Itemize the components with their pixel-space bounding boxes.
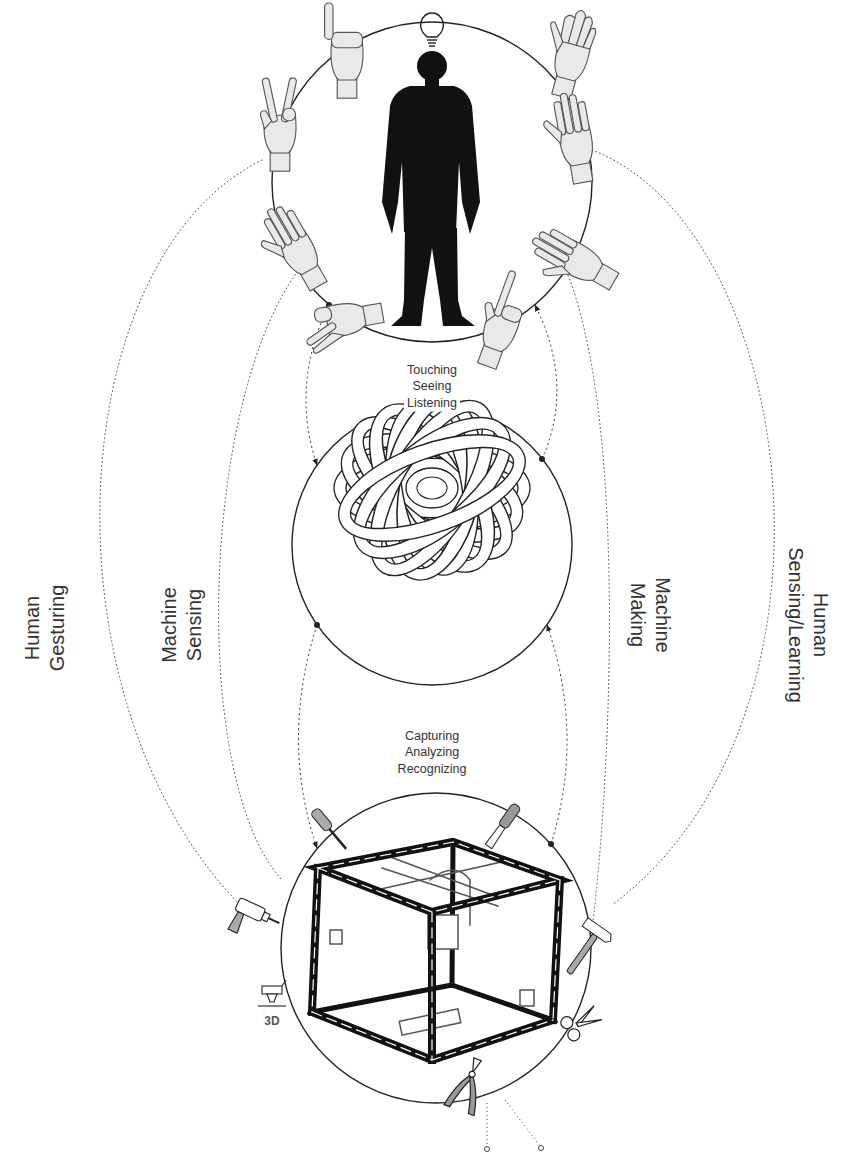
printer-frame — [312, 842, 560, 1060]
flow-arrow — [535, 305, 557, 459]
scissors-icon — [566, 1027, 582, 1043]
human-silhouette — [391, 228, 475, 326]
chisel-icon — [485, 824, 505, 848]
dotted-arc — [219, 268, 300, 880]
hand-gesture — [260, 77, 297, 171]
lightbulb-icon — [429, 45, 435, 46]
drill-icon — [228, 911, 246, 933]
hand-gesture — [521, 222, 622, 306]
arc-label: Human Gesturing — [19, 582, 71, 675]
dotted-arc — [100, 150, 774, 945]
icon-text: 3D — [264, 1015, 279, 1028]
printer-frame — [553, 880, 560, 1020]
leader-line — [505, 1100, 540, 1146]
printer-frame — [553, 880, 560, 1020]
hand-gesture — [248, 3, 622, 371]
printer-frame — [452, 842, 453, 985]
printer-frame — [312, 868, 318, 1012]
screwdriver-icon — [310, 807, 333, 832]
hammer-icon — [556, 918, 614, 982]
hand-gesture — [533, 4, 600, 101]
printer-frame — [312, 1012, 553, 1060]
stage-circles — [272, 22, 592, 342]
flow-arrow — [299, 305, 568, 848]
arrow-dot — [314, 302, 554, 847]
printer-frame — [376, 861, 506, 890]
drill-icon — [261, 912, 270, 922]
arc-label: Machine Sensing — [156, 584, 208, 666]
arrow-dot — [314, 622, 320, 628]
knot-sculpture — [406, 468, 458, 508]
arrow-dot — [548, 841, 554, 847]
hand-gesture — [466, 266, 536, 371]
printer-frame — [428, 912, 436, 1060]
arc-label: Machine Making — [624, 574, 676, 656]
screwdriver-icon — [310, 807, 350, 852]
arc-label: Human Sensing/Learning — [782, 537, 834, 713]
human-silhouette — [417, 51, 447, 81]
screwdriver-icon — [329, 829, 346, 849]
printer-nozzle-icon — [258, 1005, 286, 1006]
dotted-arc — [100, 160, 262, 905]
chisel-icon — [498, 803, 521, 830]
scissors-icon — [576, 1011, 602, 1032]
drill-icon — [268, 918, 279, 923]
leader-line — [487, 1103, 488, 1146]
chisel-icon — [484, 803, 521, 850]
sense-caption: Touching Seeing Listening — [404, 361, 460, 412]
human-silhouette — [382, 86, 480, 234]
process-caption: Capturing Analyzing Recognizing — [395, 727, 470, 778]
arrow-dot — [539, 456, 545, 462]
pliers-icon — [444, 1054, 493, 1116]
dotted-arc — [592, 150, 774, 905]
printer-frame — [520, 990, 534, 1006]
hand-gesture — [539, 90, 599, 187]
drill-icon — [226, 897, 282, 947]
printer-nozzle-icon — [258, 980, 286, 1006]
dotted-arc — [565, 268, 609, 945]
printer-frame — [452, 985, 553, 1020]
hand-gesture — [248, 199, 332, 300]
hammer-icon — [566, 934, 597, 975]
pliers-icon — [458, 1076, 486, 1116]
lightbulb-icon — [427, 39, 437, 40]
knot-sculpture — [417, 477, 447, 499]
knot-sculpture — [325, 413, 539, 563]
hand-gesture — [325, 3, 363, 98]
leader-line — [539, 1146, 544, 1151]
hand-gesture — [300, 297, 387, 355]
hammer-icon — [582, 918, 614, 945]
printer-nozzle-icon — [282, 980, 286, 986]
scissors-icon — [559, 1001, 605, 1043]
leader-line — [485, 1100, 544, 1152]
lightbulb-icon — [421, 13, 444, 46]
human-silhouette — [382, 51, 480, 326]
leader-line — [485, 1147, 490, 1152]
printer-frame — [431, 912, 432, 1060]
printer-frame — [330, 930, 342, 944]
knot-sculpture — [325, 381, 539, 595]
flow-arrow — [547, 625, 567, 844]
printer-frame — [318, 842, 560, 912]
printer-frame — [312, 842, 560, 1060]
lightbulb-icon — [428, 42, 436, 43]
printer-frame — [312, 1012, 553, 1060]
pliers-icon — [444, 1071, 472, 1111]
printer-nozzle-icon — [267, 994, 277, 1002]
printer-frame — [312, 842, 560, 1060]
stage-circles — [281, 793, 591, 1103]
lightbulb-icon — [421, 13, 444, 37]
printer-nozzle-icon — [262, 986, 282, 994]
printer-frame — [312, 868, 318, 1012]
stage-circles — [272, 22, 592, 1103]
printer-frame — [318, 842, 560, 912]
